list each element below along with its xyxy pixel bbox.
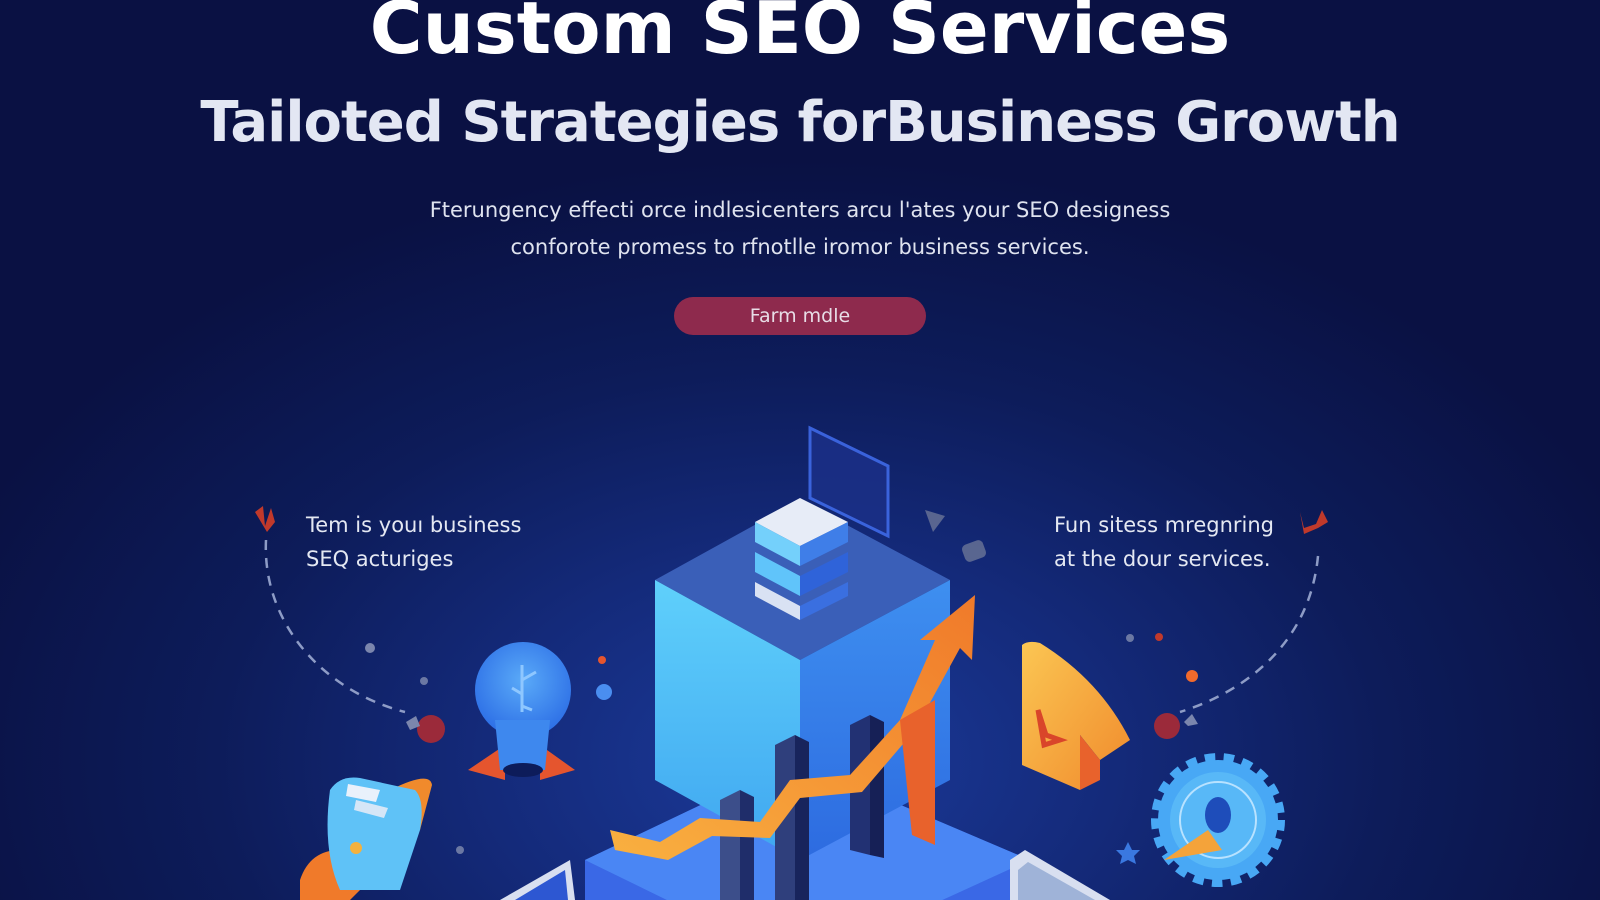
gear-icon [1151, 753, 1285, 887]
scribble-marker-icon-left [255, 506, 275, 532]
callout-right: Fun sitess mregnring at the dour service… [1054, 508, 1274, 576]
dashed-connector-right [1179, 555, 1320, 714]
scribble-marker-icon-right [1300, 510, 1328, 534]
shield-badge-icon [1022, 641, 1130, 790]
monitor-icon-left [500, 860, 575, 900]
callout-line: Fun sitess mregnring [1054, 513, 1275, 537]
rocket-icon [300, 777, 432, 900]
callout-line: at the dour services. [1054, 547, 1271, 571]
description-line: conforote promess to rfnotlle iromor bus… [510, 235, 1090, 259]
monitor-icon-right [1010, 850, 1110, 900]
cta-button[interactable]: Farm mdle [674, 297, 926, 335]
dashed-connector-left [264, 539, 406, 714]
callout-line: Tem is youı business [306, 513, 522, 537]
page-subtitle: Tailoted Strategies forBusiness Growth [200, 90, 1400, 155]
description-line: Fterungency effecti orce indlesicenters … [429, 198, 1171, 222]
lightbulb-icon [468, 642, 575, 780]
page-title: Custom SEO Services [369, 0, 1231, 70]
callout-left: Tem is youı business SEQ acturiges [306, 508, 521, 576]
callout-line: SEQ acturiges [306, 547, 454, 571]
hero-description: Fterungency effecti orce indlesicenters … [0, 192, 1600, 266]
document-panel-icon [808, 425, 890, 539]
